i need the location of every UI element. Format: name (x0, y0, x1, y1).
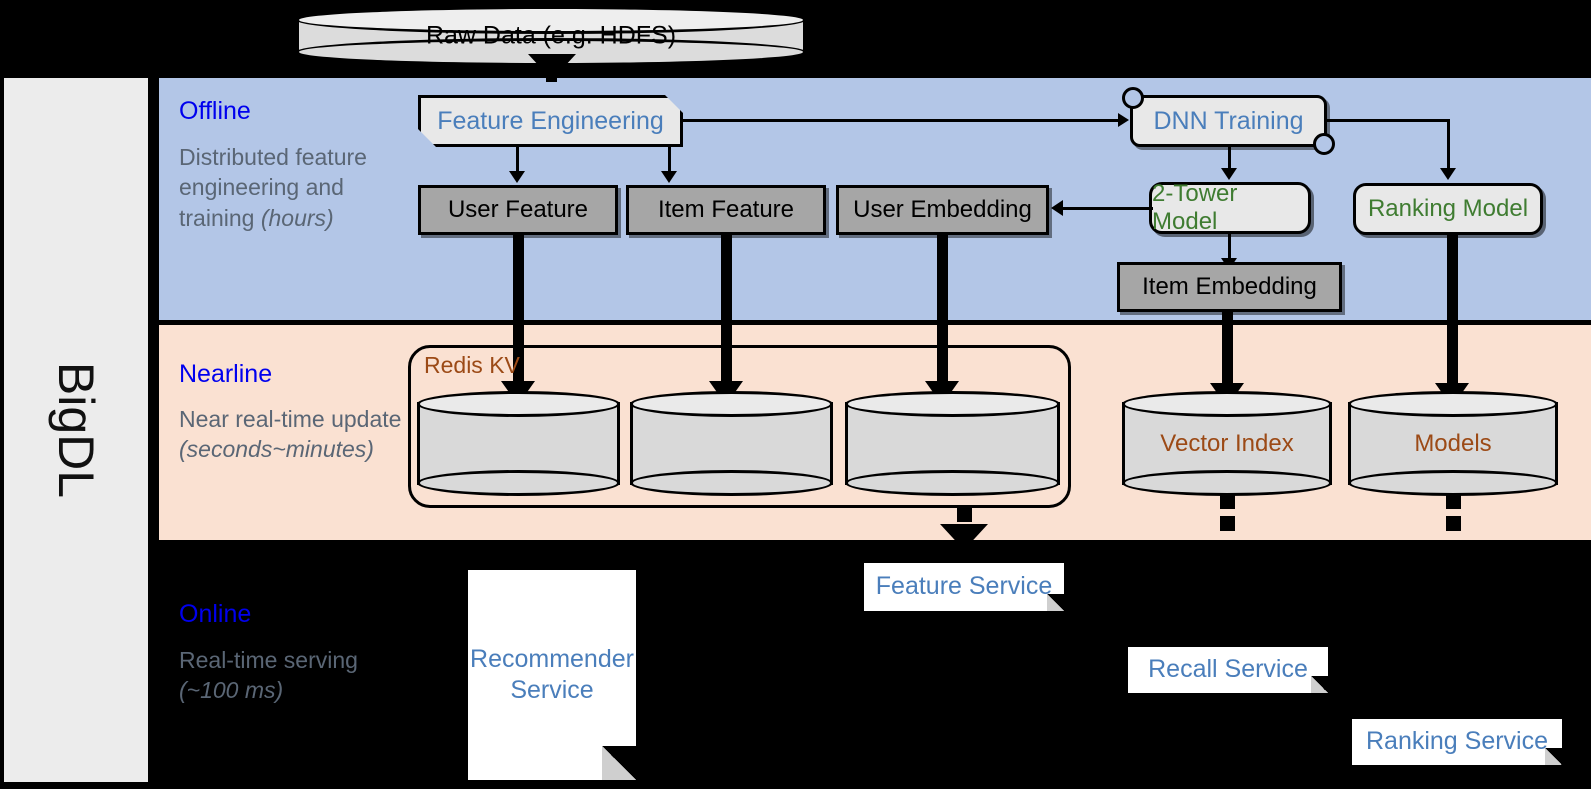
offline-title: Offline (179, 97, 251, 125)
connector-twotower-userembedding (1063, 207, 1153, 210)
connector-dnn-ranking-h (1327, 119, 1450, 122)
page-fold-icon (602, 746, 636, 780)
raw-data-cylinder: Raw Data (e.g. HDFS) (296, 6, 806, 66)
user-embedding-node[interactable]: User Embedding (836, 185, 1049, 235)
cylinder-bottom (1348, 470, 1558, 496)
two-tower-model-node[interactable]: 2-Tower Model (1149, 180, 1311, 235)
online-subtitle: Real-time serving (~100 ms) (179, 645, 394, 706)
redis-store-cylinder-2[interactable] (630, 391, 833, 496)
user-embedding-label: User Embedding (853, 196, 1032, 223)
feature-engineering-node[interactable]: Feature Engineering (418, 95, 683, 147)
cylinder-top (1348, 391, 1558, 417)
cylinder-top (630, 391, 833, 417)
dash-segment-recall-1 (1220, 494, 1235, 509)
redis-store-cylinder-3[interactable] (845, 391, 1060, 496)
connector-twotower-itemembedding (1228, 234, 1231, 260)
dash-segment-ranking-2 (1446, 516, 1461, 531)
arrowhead-dnn-ranking (1440, 168, 1456, 180)
item-feature-node[interactable]: Item Feature (626, 185, 826, 235)
page-fold-icon (1545, 748, 1562, 765)
cylinder-top (296, 6, 806, 34)
ranking-service-label: Ranking Service (1365, 727, 1549, 756)
pipe-userembedding-store (937, 235, 948, 385)
offline-subtitle: Distributed feature engineering and trai… (179, 142, 409, 233)
ranking-model-label: Ranking Model (1367, 195, 1529, 222)
bigdl-sidebar: BigDL (4, 78, 148, 782)
offline-subtitle-main: Distributed feature engineering and trai… (179, 144, 367, 231)
arrowhead-rawdata-fe (528, 54, 576, 80)
pipe-rankingmodel-models (1447, 234, 1458, 387)
vector-index-cylinder[interactable]: Vector Index (1122, 391, 1332, 496)
arrowhead-fe-itemfeature (661, 171, 677, 183)
models-label: Models (1414, 429, 1492, 457)
dnn-training-label: DNN Training (1153, 106, 1304, 135)
nearline-subtitle: Near real-time update (seconds~minutes) (179, 404, 419, 465)
connector-dnn-ranking-v (1447, 119, 1450, 169)
page-fold-icon (1047, 594, 1064, 611)
nearline-subtitle-italic: (seconds~minutes) (179, 436, 374, 463)
arrowhead-fe-dnn (1118, 113, 1129, 127)
dnn-training-node[interactable]: DNN Training (1122, 87, 1335, 155)
arrowhead-fe-userfeature (509, 171, 525, 183)
arrowhead-dnn-twotower (1221, 168, 1237, 180)
vector-index-label: Vector Index (1160, 429, 1294, 457)
user-feature-label: User Feature (447, 196, 589, 223)
bigdl-label: BigDL (48, 361, 104, 499)
pipe-itemembedding-vectorindex (1222, 312, 1233, 387)
nearline-subtitle-main: Near real-time update (179, 406, 402, 432)
feature-engineering-label: Feature Engineering (437, 106, 664, 135)
arrowhead-featureservice (940, 524, 988, 550)
connector-fe-itemfeature (668, 147, 671, 173)
user-feature-node[interactable]: User Feature (418, 185, 618, 235)
item-embedding-label: Item Embedding (1142, 273, 1317, 300)
redis-kv-container (408, 345, 1071, 508)
two-tower-model-label: 2-Tower Model (1152, 180, 1238, 235)
cylinder-bottom (845, 470, 1060, 496)
online-subtitle-italic: (~100 ms) (179, 677, 284, 704)
redis-store-cylinder-1[interactable] (417, 391, 620, 496)
offline-subtitle-italic: (hours) (260, 204, 334, 231)
recommender-service-node[interactable]: Recommender Service (468, 570, 636, 780)
item-feature-label: Item Feature (657, 196, 795, 223)
ranking-model-node[interactable]: Ranking Model (1353, 183, 1543, 235)
raw-data-label: Raw Data (e.g. HDFS) (425, 21, 677, 50)
dash-segment-ranking-1 (1446, 494, 1461, 509)
cylinder-bottom (417, 470, 620, 496)
nearline-title: Nearline (179, 360, 273, 388)
online-subtitle-main: Real-time serving (179, 647, 358, 673)
ranking-service-node[interactable]: Ranking Service (1352, 719, 1562, 765)
recall-service-label: Recall Service (1148, 655, 1308, 684)
redis-kv-label: Redis KV (424, 352, 520, 378)
pipe-itemfeature-store (721, 235, 732, 385)
feature-service-node[interactable]: Feature Service (864, 563, 1064, 611)
connector-dnn-twotower (1228, 147, 1231, 169)
item-embedding-node[interactable]: Item Embedding (1117, 262, 1342, 312)
online-title: Online (179, 600, 252, 628)
cylinder-top (417, 391, 620, 417)
dash-segment-recall-2 (1220, 516, 1235, 531)
connector-fe-userfeature (516, 147, 519, 173)
feature-service-label: Feature Service (875, 572, 1053, 601)
recall-service-node[interactable]: Recall Service (1128, 647, 1328, 693)
cylinder-top (1122, 391, 1332, 417)
pipe-userfeature-store (513, 235, 524, 385)
page-fold-icon (1311, 676, 1328, 693)
arrowhead-twotower-userembedding (1051, 200, 1063, 216)
models-cylinder[interactable]: Models (1348, 391, 1558, 496)
cylinder-bottom (630, 470, 833, 496)
cylinder-bottom (1122, 470, 1332, 496)
recommender-service-label: Recommender Service (470, 644, 634, 704)
cylinder-top (845, 391, 1060, 417)
dash-segment-featureservice (957, 507, 972, 522)
connector-fe-dnn (683, 119, 1118, 122)
